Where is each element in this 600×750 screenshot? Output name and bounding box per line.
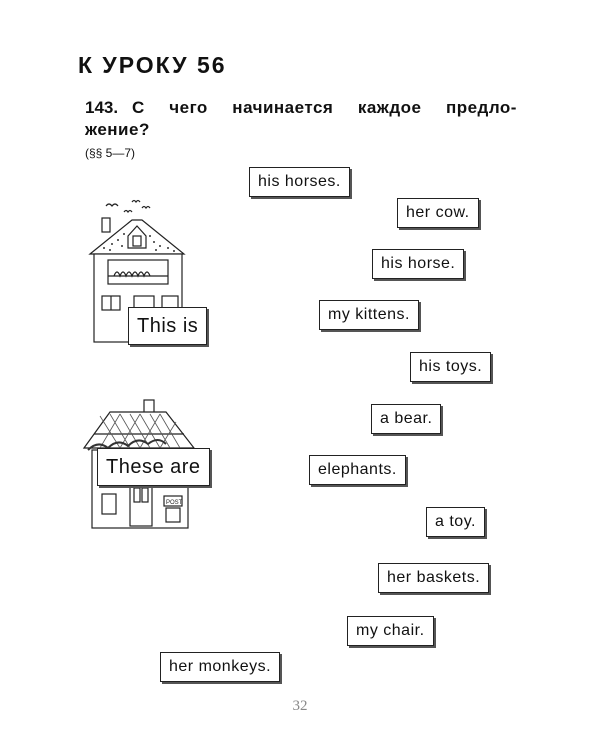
instruction-word: чего	[169, 98, 208, 117]
post-sign: POST	[166, 500, 183, 506]
lesson-title: К УРОКУ 56	[78, 52, 227, 78]
sentence-end-card[interactable]: her monkeys.	[160, 652, 281, 682]
grammar-reference: (§§ 5—7)	[85, 146, 136, 160]
exercise-instruction-line2: жение?	[85, 120, 150, 139]
sentence-end-card[interactable]: elephants.	[309, 455, 406, 485]
sentence-end-card[interactable]: her baskets.	[378, 563, 490, 593]
house-illustration-2: POST	[82, 399, 196, 529]
sentence-end-card[interactable]: a toy.	[426, 507, 485, 537]
exercise-instruction-line1: С чего начинается каждое предло-	[132, 98, 517, 118]
sentence-end-card[interactable]: his toys.	[410, 352, 492, 382]
instruction-word: предло-	[445, 98, 517, 117]
sentence-end-card[interactable]: my chair.	[347, 616, 434, 646]
instruction-word: начинается	[232, 98, 334, 117]
instruction-word: С	[132, 98, 145, 117]
sentence-end-card[interactable]: his horses.	[249, 167, 350, 197]
sentence-start-card[interactable]: These are	[97, 448, 210, 486]
sentence-end-card[interactable]: my kittens.	[319, 300, 419, 330]
sentence-end-card[interactable]: her cow.	[397, 198, 479, 228]
sentence-end-card[interactable]: his horse.	[372, 249, 465, 279]
sentence-start-card[interactable]: This is	[128, 307, 208, 345]
exercise-number: 143.	[85, 98, 119, 117]
sentence-end-card[interactable]: a bear.	[371, 404, 442, 434]
instruction-word: каждое	[357, 98, 422, 117]
page-number: 32	[292, 698, 308, 714]
